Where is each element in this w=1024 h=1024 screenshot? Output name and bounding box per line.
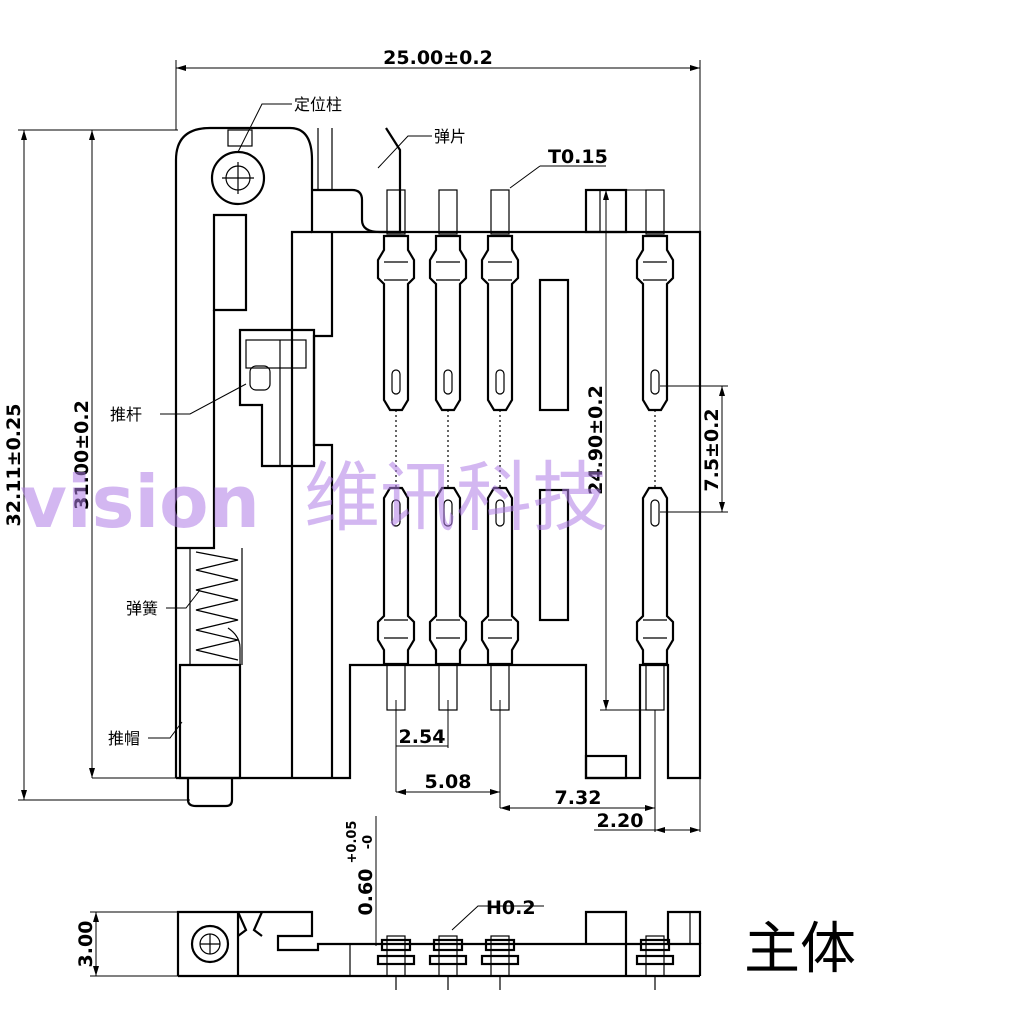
- contact-pin: [480, 189, 520, 711]
- side-view-pins: [376, 935, 675, 990]
- side-pin: [428, 935, 468, 990]
- watermark-chinese: 维讯科技: [304, 453, 608, 542]
- dim-thickness-label: T0.15: [548, 146, 608, 168]
- contact-pin: [635, 189, 675, 711]
- watermark-latin: vision: [20, 460, 260, 544]
- dim-edge-offset-label: 2.20: [597, 810, 644, 832]
- dim-height-label: 3.00: [75, 921, 97, 968]
- label-spring: 弹簧: [126, 599, 158, 618]
- label-push-cap: 推帽: [108, 729, 140, 748]
- dim-standoff-tol-upper: +0.05: [345, 821, 360, 864]
- dim-pitch-3-label: 7.32: [555, 787, 602, 809]
- watermark: vision 维讯科技: [20, 453, 608, 544]
- label-locating-post: 定位柱: [294, 95, 342, 114]
- center-slot-upper: [538, 278, 570, 412]
- callouts: 定位柱 弹片 推杆 弹簧 推帽: [108, 95, 466, 748]
- dim-contact-span-label: 24.90±0.2: [585, 385, 607, 495]
- contact-pin: [428, 189, 468, 711]
- dim-body-length-label: 31.00±0.2: [71, 400, 93, 510]
- dim-contact-pitch-row: 7.5±0.2: [660, 385, 728, 513]
- side-view: 0.60 +0.05 -0 3.00 H0.2: [75, 816, 702, 990]
- label-main-body: 主体: [744, 917, 856, 982]
- dim-standoff-label: 0.60: [355, 869, 377, 916]
- dim-contact-span: 24.90±0.2: [585, 189, 660, 711]
- dim-contact-pitch-row-label: 7.5±0.2: [701, 408, 723, 491]
- dim-overall-width: 25.00±0.2: [175, 47, 701, 232]
- dim-overall-length-label: 32.11±0.25: [3, 404, 25, 527]
- label-push-rod: 推杆: [110, 405, 142, 424]
- dim-body-length: 31.00±0.2: [71, 130, 180, 779]
- dim-standoff-tol-lower: -0: [361, 835, 376, 849]
- dim-height-tol-label: H0.2: [486, 897, 536, 919]
- dim-overall-length: 32.11±0.25: [3, 129, 190, 801]
- contact-pin: [376, 189, 416, 711]
- contact-pins: [376, 189, 675, 711]
- side-pin: [480, 935, 520, 990]
- connector-body: [174, 126, 702, 808]
- side-pin: [376, 935, 416, 990]
- side-pin: [635, 935, 675, 990]
- dim-pitch-1-label: 2.54: [399, 726, 446, 748]
- dim-pitches: 2.54 5.08 7.32 2.20: [395, 700, 701, 833]
- dim-pitch-2-label: 5.08: [425, 771, 472, 793]
- dim-overall-width-label: 25.00±0.2: [383, 47, 493, 69]
- center-slot-lower: [538, 488, 570, 622]
- label-spring-leaf: 弹片: [434, 127, 466, 146]
- dim-thickness: T0.15: [509, 146, 608, 189]
